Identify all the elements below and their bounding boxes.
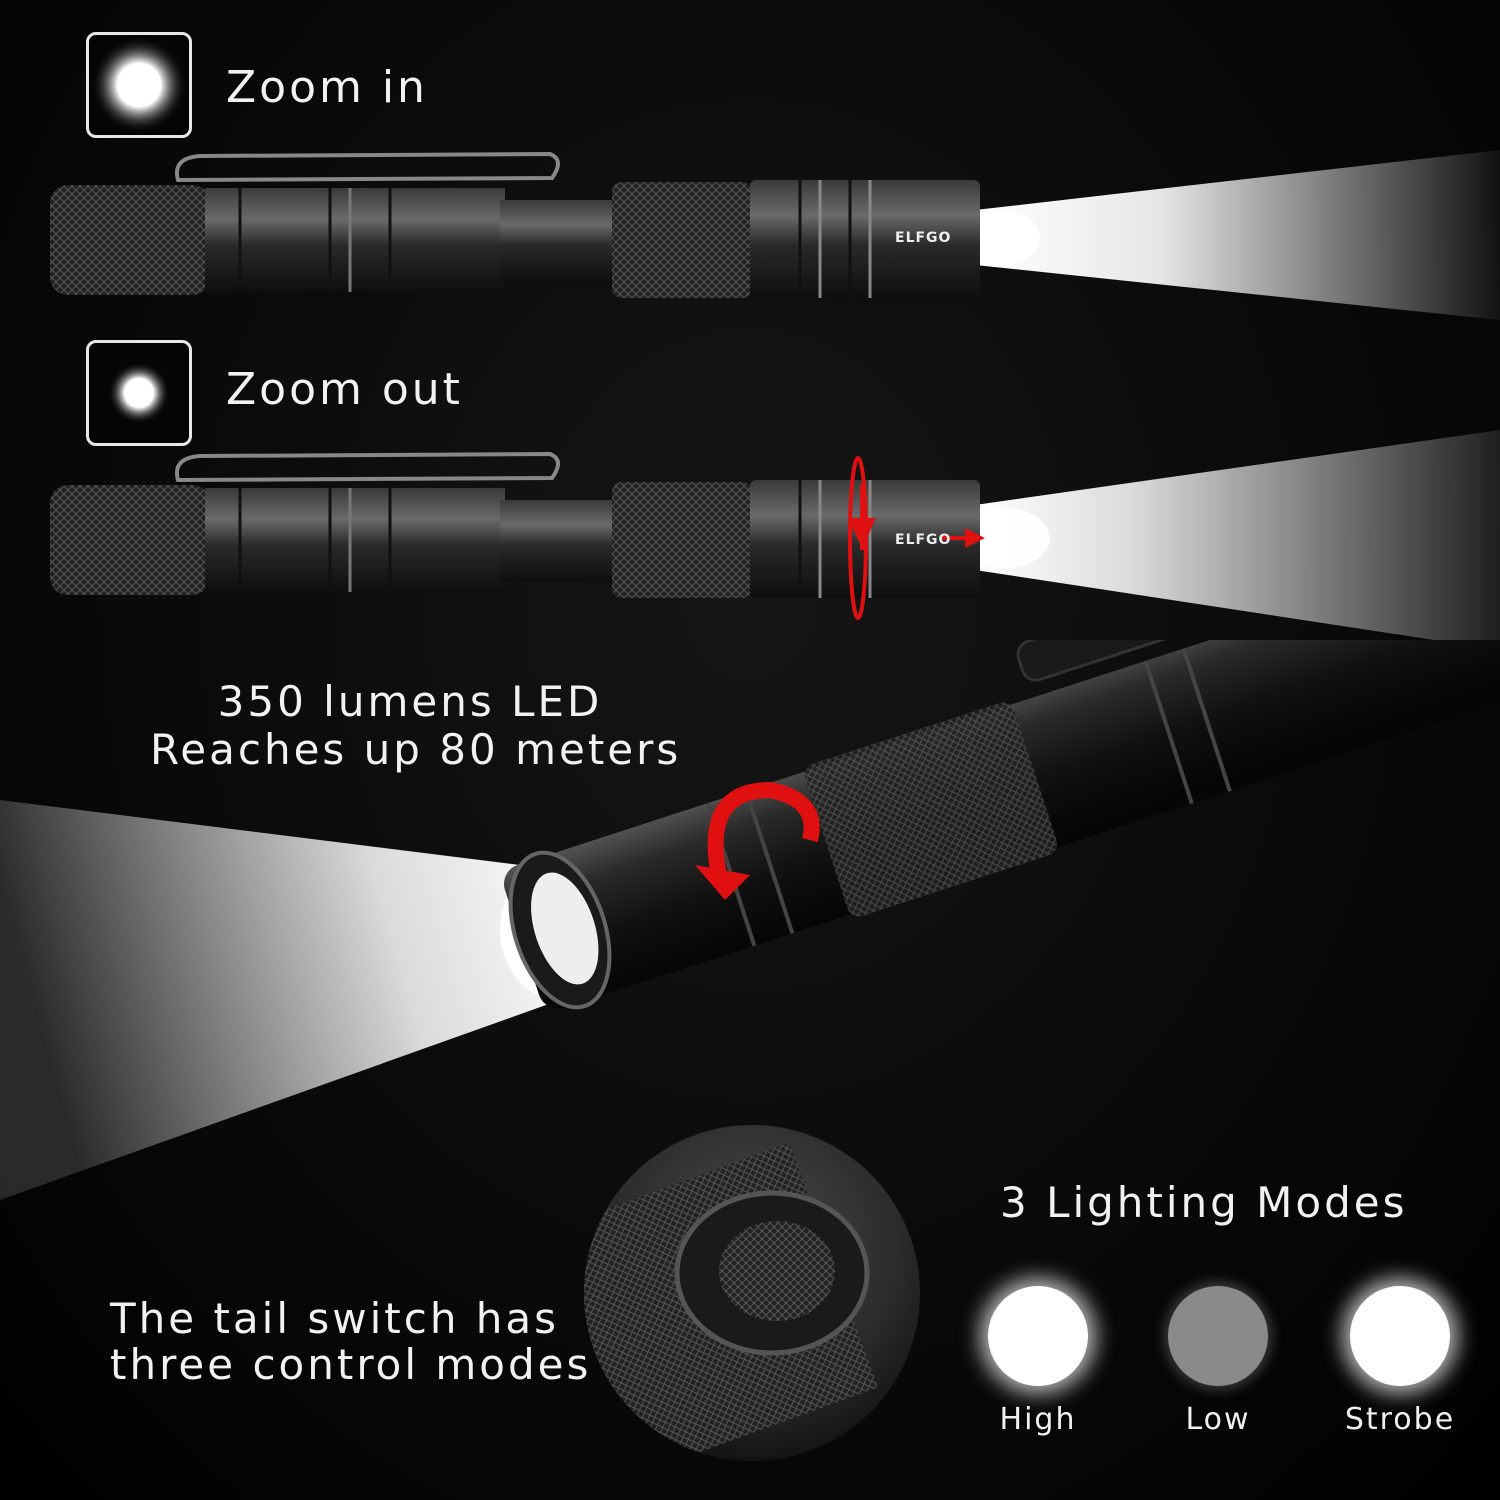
zoom-in-label: Zoom in [226,62,428,113]
tail-switch-line2: three control modes [110,1340,592,1389]
flashlight-zoom-out-image [50,430,1500,650]
mode-strobe-icon [1350,1286,1450,1386]
zoom-in-icon [86,32,192,138]
mode-strobe-label: Strobe [1344,1402,1456,1437]
spec-lumens: 350 lumens LED [217,677,603,726]
spec-distance: Reaches up 80 meters [150,725,682,774]
mode-high-icon [988,1286,1088,1386]
flashlight-hero-image [0,640,1500,1200]
mode-high-label: High [999,1402,1077,1437]
tail-switch-line1: The tail switch has [110,1294,560,1343]
tail-switch-closeup [584,1125,920,1461]
mode-low-label: Low [1185,1402,1251,1437]
lighting-modes-title: 3 Lighting Modes [1000,1178,1408,1227]
zoom-out-icon [86,340,192,446]
brand-logo: ELFGO [895,230,952,246]
brand-logo-2: ELFGO [895,532,952,548]
flashlight-zoom-in-image [50,150,1500,320]
mode-low-icon [1168,1286,1268,1386]
rotate-arrow-icon [695,781,820,900]
zoom-out-label: Zoom out [226,364,463,415]
